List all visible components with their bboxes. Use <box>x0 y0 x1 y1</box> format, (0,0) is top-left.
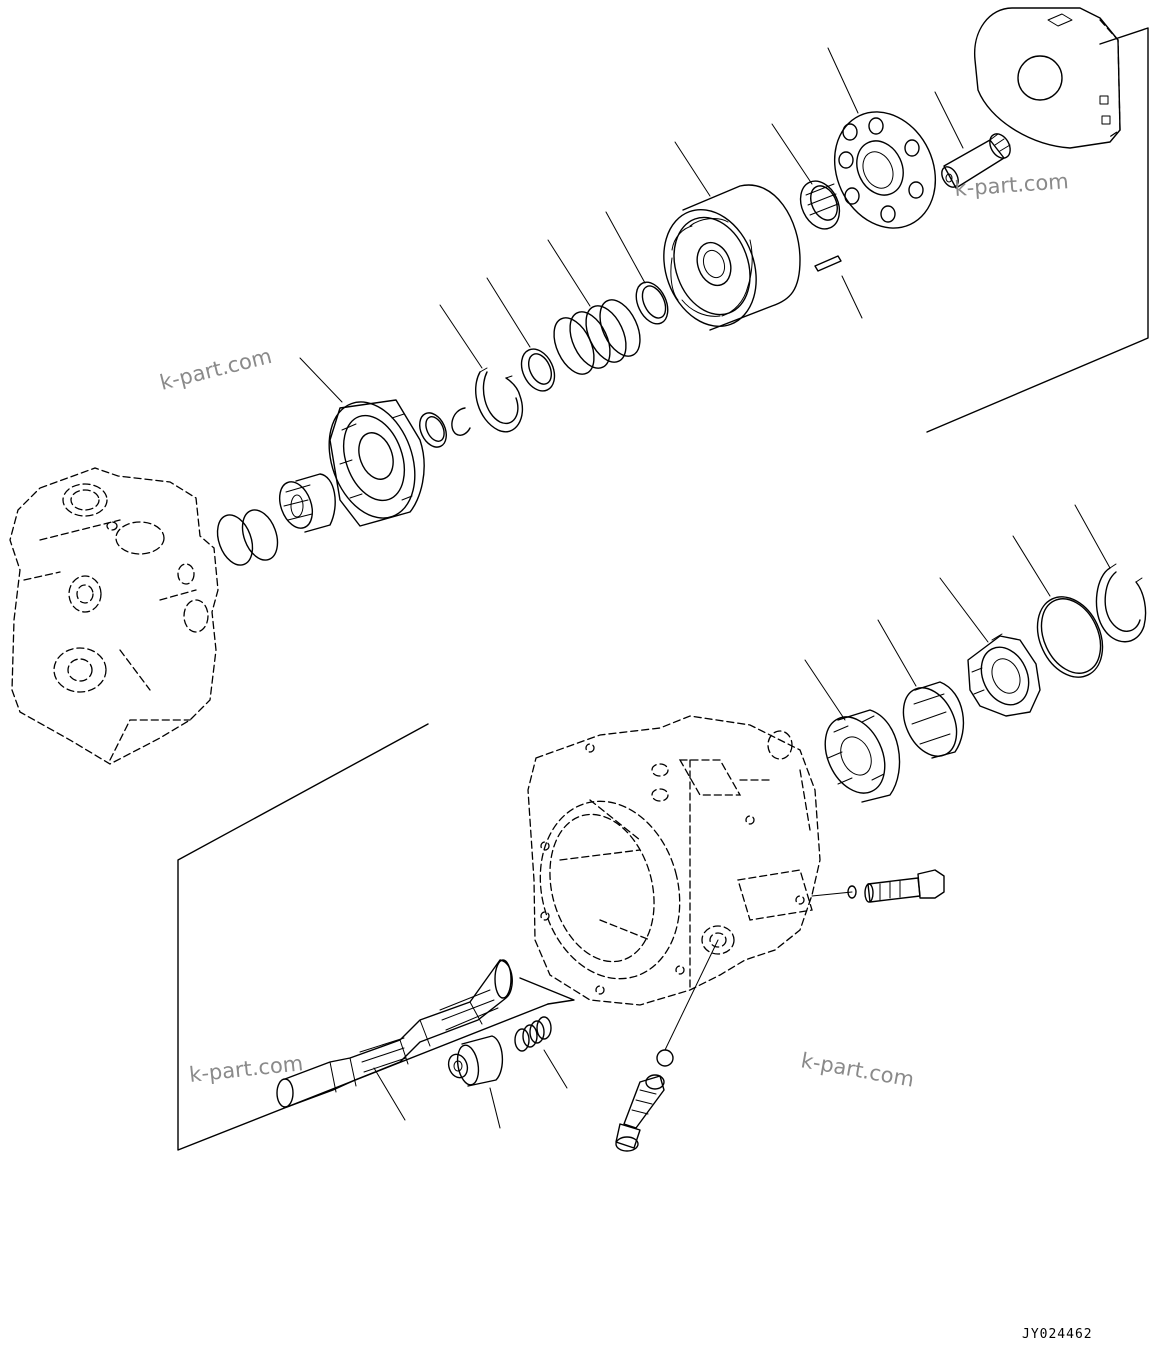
small-spring <box>514 1016 552 1052</box>
leader-lines <box>299 47 1111 1129</box>
plug-bolt <box>811 869 945 903</box>
watermark-3: k-part.com <box>188 1051 304 1087</box>
o-rings-left <box>216 509 279 566</box>
drive-shaft <box>276 959 513 1108</box>
left-housing <box>9 467 219 765</box>
end-cover <box>974 7 1121 149</box>
lower-assembly-boundary <box>177 723 575 1151</box>
watermark-2: k-part.com <box>954 169 1070 201</box>
main-housing <box>527 715 821 1006</box>
sleeve <box>447 1035 503 1087</box>
c-rings <box>419 407 471 448</box>
roller-bearing-right <box>824 709 901 803</box>
oil-seal <box>902 681 965 759</box>
watermark-1: k-part.com <box>157 344 274 395</box>
valve-plate <box>833 111 937 229</box>
swash-plate <box>328 399 425 527</box>
washer <box>520 348 556 392</box>
small-pin <box>814 255 842 272</box>
snap-ring-lower <box>1095 563 1147 643</box>
seal-retainer <box>967 633 1041 717</box>
o-ring-right <box>1036 596 1104 678</box>
watermark-4: k-part.com <box>799 1048 916 1091</box>
drain-plug <box>615 939 719 1152</box>
retainer-ring <box>635 281 669 325</box>
upper-assembly-boundary <box>926 27 1149 433</box>
snap-ring-upper <box>475 367 524 433</box>
cylinder-block <box>663 184 801 331</box>
spring <box>553 299 641 375</box>
needle-bearing <box>799 180 841 230</box>
center-pin <box>941 133 1011 189</box>
roller-bearing-left <box>278 473 336 533</box>
drawing-code: JY024462 <box>1022 1327 1093 1342</box>
